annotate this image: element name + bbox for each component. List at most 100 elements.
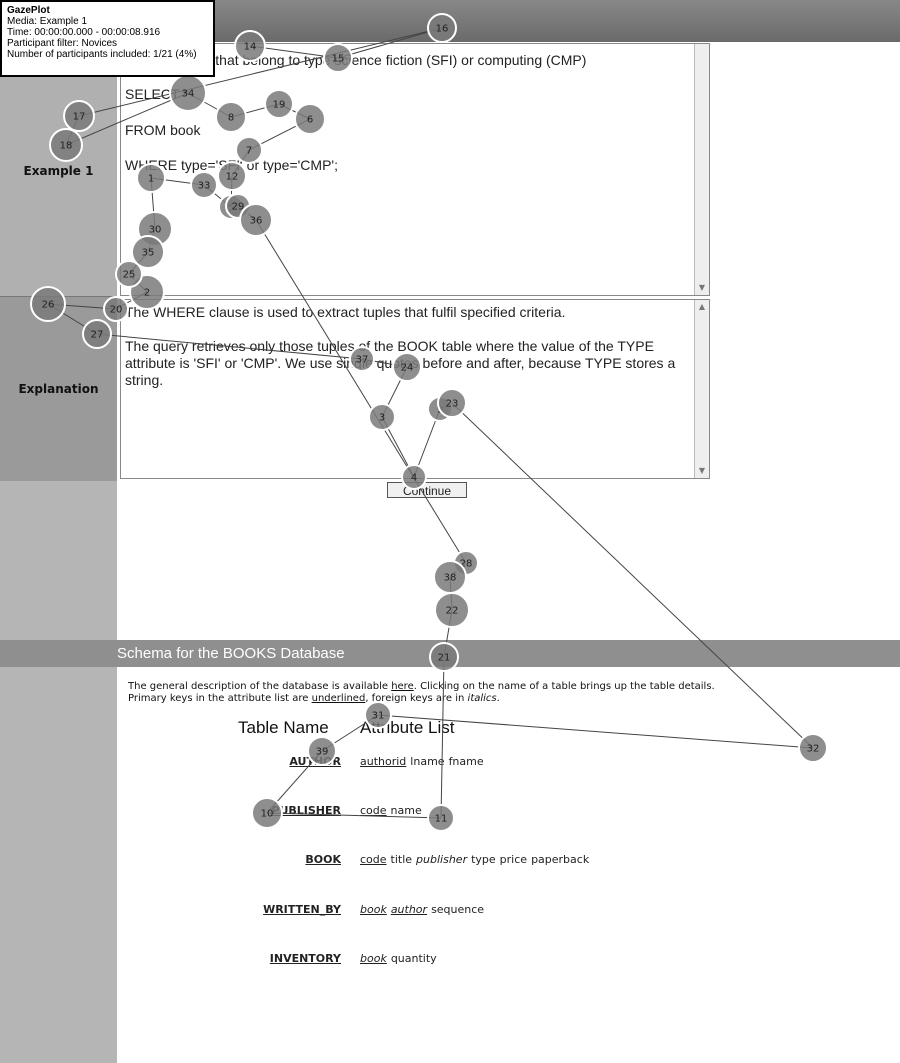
fixation-number: 12 <box>226 172 239 183</box>
fixation-23: 23 <box>437 388 467 418</box>
query-scrollbar[interactable]: ▼ <box>694 44 709 295</box>
fixation-4: 4 <box>401 464 427 490</box>
fixation-circle <box>217 161 247 191</box>
fixation-number: 39 <box>316 747 329 758</box>
gazeplot-title: GazePlot <box>7 5 50 16</box>
fixation-17: 17 <box>63 100 95 132</box>
fixation-7: 7 <box>235 136 263 164</box>
fixation-circle <box>115 260 143 288</box>
fixation-circle <box>364 701 392 729</box>
attribute-sequence: sequence <box>431 903 485 916</box>
fixation-circle <box>234 30 266 62</box>
here-link[interactable]: here <box>391 681 414 692</box>
attribute-book: book <box>360 903 387 916</box>
fixation-number: 38 <box>444 573 457 584</box>
fixation-circle <box>392 352 422 382</box>
fixation-11: 11 <box>427 804 455 832</box>
fixation-number: 19 <box>273 100 286 111</box>
fixation-number: 32 <box>807 744 820 755</box>
saccade-line <box>266 812 442 819</box>
explanation-scrollbar[interactable]: ▲ ▼ <box>694 300 709 478</box>
fixation-circle <box>30 286 66 322</box>
fixation-number: 33 <box>198 181 211 192</box>
attribute-book: book <box>360 952 387 965</box>
example-label: Example 1 <box>23 164 94 178</box>
saccade-line <box>337 27 443 59</box>
fixation-number: 1 <box>148 174 154 185</box>
fixation-number: 28 <box>460 559 473 570</box>
fixation-27: 27 <box>82 319 112 349</box>
scroll-down-icon[interactable]: ▼ <box>698 466 706 475</box>
fixation-24: 24 <box>392 352 422 382</box>
fixation-number: 8 <box>228 113 234 124</box>
fixation-number: 6 <box>307 115 313 126</box>
fixation-number: 2 <box>144 288 150 299</box>
fixation-circle <box>294 103 326 135</box>
fixation-number: 25 <box>123 270 136 281</box>
info-line: Participant filter: Novices <box>7 38 118 49</box>
info-line: Media: Example 1 <box>7 16 88 27</box>
fixation-circle <box>433 560 467 594</box>
explanation-label: Explanation <box>18 382 99 396</box>
info-line: Number of participants included: 1/21 (4… <box>7 49 197 60</box>
fixation-20: 20 <box>103 296 129 322</box>
fixation-36: 36 <box>239 203 273 237</box>
fixation-number: 20 <box>110 305 123 316</box>
desc-underlined-word: underlined <box>311 693 366 704</box>
table-link-inventory[interactable]: INVENTORY <box>269 952 341 965</box>
fixation-33: 33 <box>190 171 218 199</box>
schema-title: Schema for the BOOKS Database <box>117 645 345 662</box>
attribute-paperback: paperback <box>531 853 590 866</box>
fixation-circle <box>131 235 165 269</box>
fixation-number: 7 <box>246 146 252 157</box>
table-name-header: Table Name <box>238 718 329 737</box>
attribute-code: code <box>360 853 387 866</box>
fixation-number: 34 <box>182 89 195 100</box>
fixation-34: 34 <box>169 74 207 112</box>
fixation-number: 3 <box>379 413 385 424</box>
fixation-37: 37 <box>349 346 375 372</box>
fixation-26: 26 <box>30 286 66 322</box>
fixation-circle <box>103 296 129 322</box>
fixation-number: 21 <box>438 653 451 664</box>
table-link-book[interactable]: BOOK <box>305 853 341 866</box>
query-from-line: FROM book <box>125 122 201 138</box>
saccade-line <box>255 219 467 564</box>
fixation-circle <box>264 89 294 119</box>
gazeplot-info-panel: GazePlot Media: Example 1 Time: 00:00:00… <box>0 0 215 77</box>
fixation-18: 18 <box>49 128 83 162</box>
fixation-31: 31 <box>364 701 392 729</box>
explanation-textarea[interactable]: The WHERE clause is used to extract tupl… <box>120 299 710 479</box>
fixation-points: 1234567891011121415161718192021222324252… <box>30 13 828 832</box>
query-textarea[interactable]: Find all books that belong to type scien… <box>120 43 710 296</box>
fixation-number: 26 <box>42 300 55 311</box>
fixation-number: 4 <box>411 473 417 484</box>
attribute-quantity: quantity <box>390 952 437 965</box>
saccade-line <box>96 333 363 360</box>
explanation-text: The WHERE clause is used to extract tupl… <box>125 304 685 406</box>
fixation-circle <box>437 388 467 418</box>
fixation-number: 17 <box>73 112 86 123</box>
fixation-circle <box>323 43 353 73</box>
fixation-circle <box>427 13 457 43</box>
saccade-line <box>440 656 445 819</box>
fixation-number: 35 <box>142 248 155 259</box>
saccade-line <box>65 92 189 146</box>
fixation-number: 30 <box>149 225 162 236</box>
scroll-up-icon[interactable]: ▲ <box>698 302 706 311</box>
fixation-39: 39 <box>307 736 337 766</box>
fixation-circle <box>427 804 455 832</box>
fixation-number: 18 <box>60 141 73 152</box>
desc-text: . Clicking on the name of a table brings… <box>413 681 715 692</box>
desc-text: . <box>496 693 500 704</box>
scroll-down-icon[interactable]: ▼ <box>698 283 706 292</box>
attribute-code: code <box>360 804 387 817</box>
fixation-number: 22 <box>446 606 459 617</box>
table-link-written-by[interactable]: WRITTEN_BY <box>263 903 341 916</box>
fixation-number: 10 <box>261 809 274 820</box>
fixation-circle <box>63 100 95 132</box>
fixation-number: 29 <box>232 202 245 213</box>
